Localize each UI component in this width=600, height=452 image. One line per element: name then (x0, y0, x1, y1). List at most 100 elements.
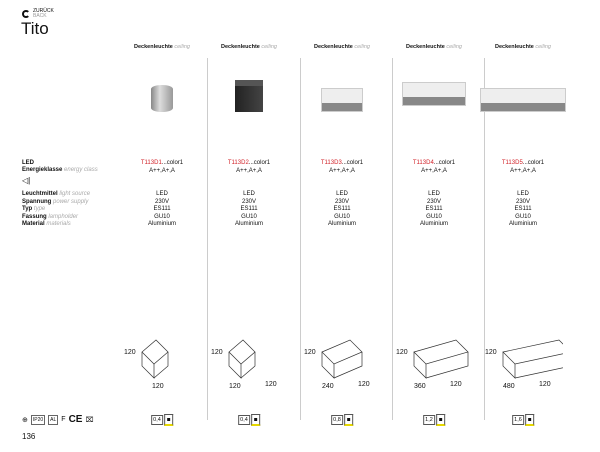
product-column: Deckenleuchte ceiling T113D2...color1 A+… (203, 0, 295, 452)
back-label-en: BACK (33, 13, 47, 19)
dimension-drawing: 120 480 120 (485, 339, 563, 390)
product-column: Deckenleuchte ceiling T113D5...color1 A+… (477, 0, 569, 452)
box-top (141, 339, 169, 365)
dim-height: 120 (124, 349, 136, 356)
product-column: Deckenleuchte ceiling T113D3...color1 A+… (296, 0, 388, 452)
energy-label-icon (435, 414, 445, 426)
ip-rating-icon: IP20 (30, 414, 46, 425)
box-side (321, 352, 335, 379)
protection-class-icon: ⊕ (22, 416, 28, 424)
product-image (321, 88, 363, 112)
spec-labels: Leuchtmittel light source Spannung power… (22, 191, 91, 227)
dim-length: 120 (229, 383, 241, 390)
box-front (240, 352, 256, 379)
dim-length: 480 (503, 383, 515, 390)
weight-badge: 1,6 (512, 414, 534, 426)
weight-value: 1,2 (423, 415, 435, 425)
column-header: Deckenleuchte ceiling (134, 44, 190, 50)
column-header: Deckenleuchte ceiling (314, 44, 370, 50)
weight-badge: 0,4 (151, 414, 173, 426)
back-label: ZURÜCK (33, 8, 54, 14)
weight-badge: 0,4 (238, 414, 260, 426)
product-column: Deckenleuchte ceiling T113D4...color1 A+… (388, 0, 480, 452)
f-mark-icon: F (61, 416, 66, 423)
product-image (480, 88, 566, 112)
energy-class: A++,A+,A (510, 168, 536, 174)
energy-label-icon (524, 414, 534, 426)
page-title: Tito (21, 19, 49, 38)
weight-value: 0,8 (331, 415, 343, 425)
divider (392, 58, 393, 420)
dim-width: 120 (152, 383, 164, 390)
ce-mark-icon: CE (68, 414, 83, 425)
box-front (153, 352, 169, 379)
box-top (502, 339, 563, 365)
energy-label-icon (163, 414, 173, 426)
certification-icons: ⊕ IP20 AL F CE ⌧ (22, 414, 94, 425)
weee-bin-icon: ⌧ (85, 416, 94, 424)
label-energy: Energieklasse energy class (22, 167, 98, 173)
column-header: Deckenleuchte ceiling (406, 44, 462, 50)
product-code: T113D2...color1 (227, 160, 271, 166)
box-side (502, 352, 516, 379)
speaker-icon: ◁| (22, 176, 31, 185)
energy-class: A++,A+,A (329, 168, 355, 174)
box-side (413, 352, 427, 379)
product-code: T113D3...color1 (320, 160, 364, 166)
product-column: Deckenleuchte ceiling T113D1...color1 A+… (116, 0, 208, 452)
product-code: T113D4...color1 (412, 160, 456, 166)
weight-badge: 0,8 (331, 414, 353, 426)
divider (207, 58, 208, 420)
box-side (228, 352, 242, 379)
weight-value: 1,6 (512, 415, 524, 425)
energy-class: A++,A+,A (236, 168, 262, 174)
energy-class: A++,A+,A (149, 168, 175, 174)
weight-value: 0,4 (151, 415, 163, 425)
product-image (402, 82, 466, 106)
dim-length: 240 (322, 383, 334, 390)
dim-depth: 120 (450, 381, 462, 388)
product-code: T113D5...color1 (501, 160, 545, 166)
product-code: T113D1...color1 (140, 160, 184, 166)
dim-height: 120 (304, 349, 316, 356)
dim-depth: 120 (358, 381, 370, 388)
divider (484, 58, 485, 420)
label-led: LED (22, 160, 34, 166)
dim-depth: 120 (539, 381, 551, 388)
box-top (413, 339, 469, 365)
dim-height: 120 (485, 349, 497, 356)
weight-badge: 1,2 (423, 414, 445, 426)
back-arrow-icon (22, 10, 30, 18)
aluminium-icon: AL (48, 414, 59, 425)
dimension-drawing: 120 240 120 (304, 339, 370, 390)
box-front (514, 367, 563, 379)
dim-length: 360 (414, 383, 426, 390)
box-top (228, 339, 256, 365)
dimension-drawing: 120 120 (124, 339, 169, 390)
dim-height: 120 (211, 349, 223, 356)
box-front (425, 352, 469, 379)
dimension-drawing: 120 360 120 (396, 339, 469, 390)
product-image (235, 80, 263, 112)
weight-value: 0,4 (238, 415, 250, 425)
page-number: 136 (22, 432, 36, 441)
box-side (141, 352, 155, 379)
energy-label-icon (250, 414, 260, 426)
dimension-drawing: 120 120 120 (211, 339, 277, 390)
dim-depth: 120 (265, 381, 277, 388)
product-image (151, 85, 173, 112)
dim-height: 120 (396, 349, 408, 356)
box-top (321, 339, 363, 365)
energy-label-icon (343, 414, 353, 426)
column-header: Deckenleuchte ceiling (495, 44, 551, 50)
column-header: Deckenleuchte ceiling (221, 44, 277, 50)
divider (300, 58, 301, 420)
box-front (333, 352, 363, 379)
energy-class: A++,A+,A (421, 168, 447, 174)
